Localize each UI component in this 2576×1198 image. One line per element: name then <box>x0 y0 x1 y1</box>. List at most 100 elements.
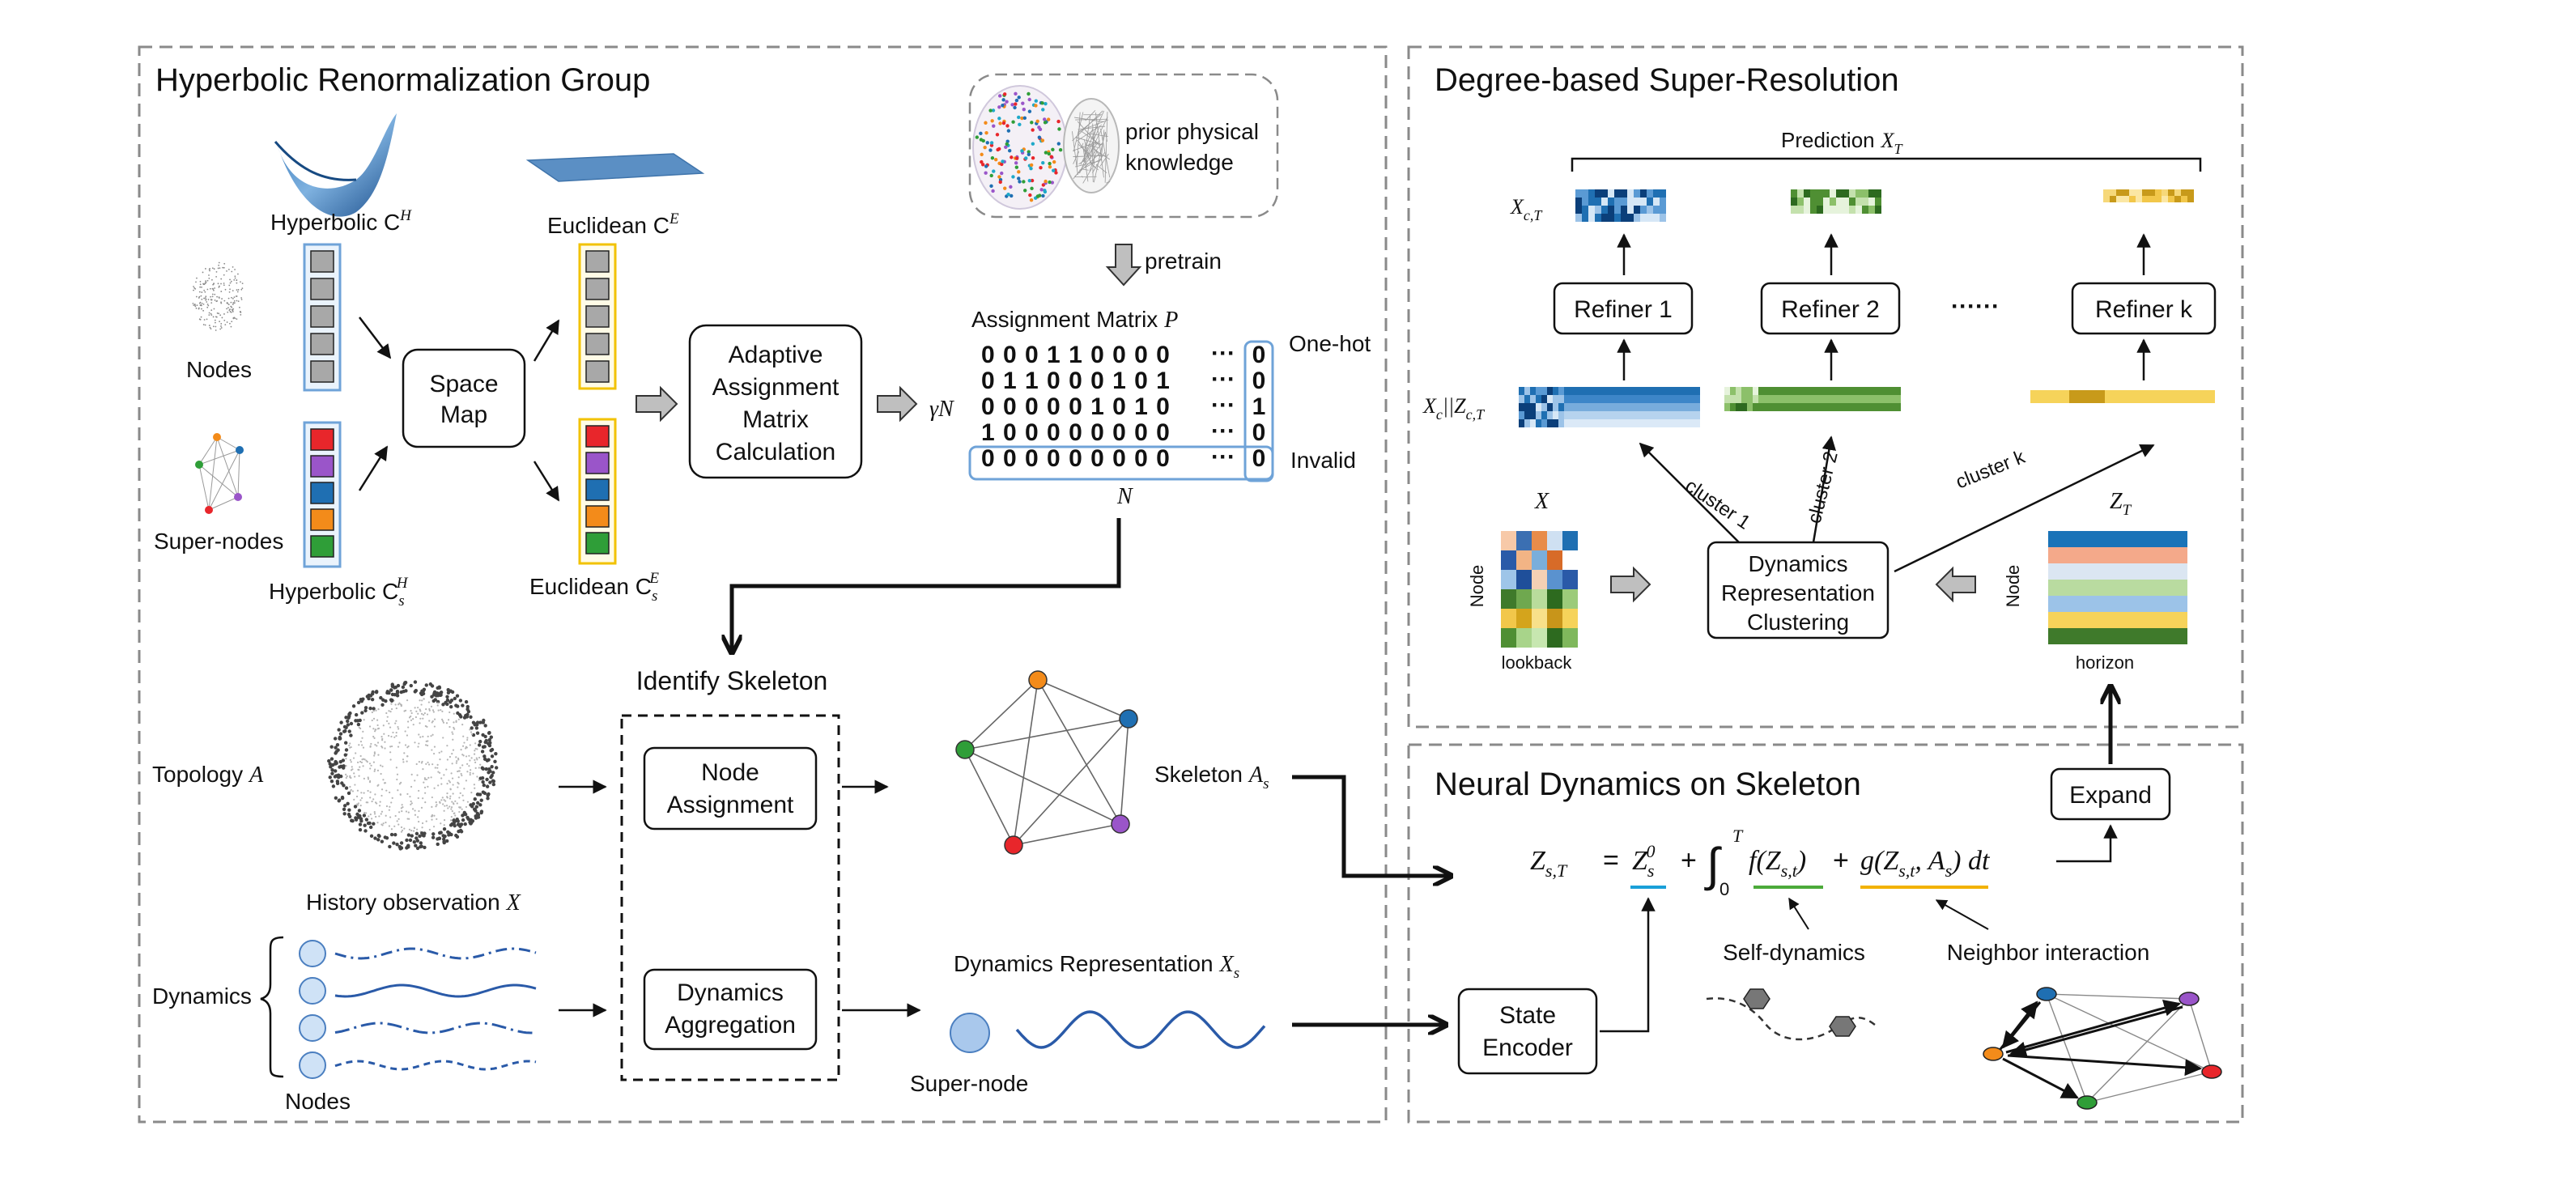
cloud-point <box>205 282 207 283</box>
heatmap-cell <box>1608 206 1614 214</box>
brain-edge <box>1084 110 1104 155</box>
matrix-ellipsis: ··· <box>1211 418 1235 444</box>
cloud-point <box>215 275 218 278</box>
topology-point <box>342 729 346 733</box>
heatmap-cell <box>1640 214 1647 222</box>
topology-point <box>415 710 418 712</box>
brain-point <box>994 158 998 162</box>
topology-point <box>384 741 386 743</box>
cloud-point <box>208 274 210 276</box>
topology-point <box>494 751 498 756</box>
svg-text:Zs0: Zs0 <box>1632 841 1655 881</box>
brain-point <box>984 164 988 168</box>
topology-point <box>385 712 388 715</box>
cloud-point <box>240 314 242 316</box>
topology-point <box>393 833 397 837</box>
cloud-point <box>203 289 206 291</box>
cloud-point <box>202 303 205 305</box>
topology-point <box>470 820 474 825</box>
topology-point <box>474 767 477 769</box>
brain-point <box>1031 128 1035 132</box>
heatmap-cell <box>1553 419 1558 427</box>
drc-label-1: Dynamics <box>1749 551 1848 576</box>
cloud-point <box>218 261 220 264</box>
topology-point <box>410 710 412 712</box>
topology-point <box>406 833 411 837</box>
topology-point <box>422 767 424 771</box>
topology-point <box>338 759 342 764</box>
cloud-point <box>228 291 231 293</box>
topology-point <box>391 797 393 799</box>
cloud-point <box>204 297 206 299</box>
heatmap-cell <box>1547 589 1562 609</box>
topology-point <box>401 804 403 806</box>
heatmap-cell <box>1553 387 1558 395</box>
cloud-point <box>215 329 217 331</box>
topology-point <box>481 745 486 750</box>
brain-point <box>988 148 993 152</box>
cloud-point <box>202 283 204 285</box>
topology-point <box>367 789 369 792</box>
heatmap-cell <box>1595 206 1601 214</box>
topology-point <box>470 733 474 736</box>
topology-point <box>363 792 365 794</box>
heatmap-cell <box>1855 206 1862 214</box>
cloud-point <box>208 314 210 316</box>
topology-point <box>480 750 485 754</box>
heatmap-cell <box>1653 189 1660 198</box>
topology-point <box>339 720 343 724</box>
refiner-ellipsis: ······ <box>1951 293 2000 320</box>
topology-point <box>461 754 464 756</box>
topology-point <box>418 789 420 792</box>
topology-point <box>377 707 380 711</box>
euclidean-supernode-cells <box>585 425 610 554</box>
topology-point <box>427 701 430 703</box>
topology-point <box>334 796 338 801</box>
cloud-point <box>208 312 210 314</box>
brain-edge <box>1073 117 1104 122</box>
topology-point <box>414 688 419 693</box>
topology-point <box>340 781 344 785</box>
heatmap-cell <box>1575 189 1582 198</box>
topology-point <box>449 795 452 797</box>
topology-point <box>397 823 400 826</box>
cloud-point <box>208 325 210 326</box>
topology-point <box>389 746 392 748</box>
heatmap-cell <box>1501 609 1516 628</box>
topology-point <box>486 797 490 801</box>
topology-point <box>389 751 392 754</box>
topology-point <box>403 681 407 685</box>
heatmap-cell <box>1862 206 1868 214</box>
matrix-row: 0 1 1 0 0 0 1 0 1 <box>981 367 1171 394</box>
topology-point <box>378 805 381 807</box>
super-nodes-label: Super-nodes <box>154 529 283 554</box>
topology-point <box>451 763 453 765</box>
topology-point <box>385 814 387 817</box>
topology-point <box>447 807 449 809</box>
brain-point <box>1058 147 1063 152</box>
topology-point <box>471 801 475 806</box>
topology-point <box>456 819 460 823</box>
brain-point <box>1035 119 1039 124</box>
topology-point <box>406 720 410 723</box>
brain-point <box>1022 180 1026 184</box>
topology-point <box>478 803 482 807</box>
topology-point <box>464 747 467 750</box>
cloud-point <box>220 302 223 304</box>
brain-point <box>1047 151 1051 156</box>
cloud-point <box>233 296 236 299</box>
topology-point <box>328 775 332 780</box>
hyperbolic-csh-label: Hyperbolic CsH <box>269 575 409 610</box>
brain-point <box>1031 155 1035 160</box>
heatmap-cell <box>1614 198 1621 206</box>
heatmap-cell <box>1553 395 1558 403</box>
nodes-label: Nodes <box>186 357 252 382</box>
topology-point <box>418 733 420 736</box>
topology-point <box>466 763 469 765</box>
topology-point <box>390 745 393 748</box>
topology-point <box>409 796 411 798</box>
dynamics-aggregation-label-2: Aggregation <box>665 1012 796 1039</box>
heatmap-cell <box>2168 189 2174 196</box>
brain-edge <box>1100 128 1111 178</box>
topology-point <box>389 688 393 692</box>
